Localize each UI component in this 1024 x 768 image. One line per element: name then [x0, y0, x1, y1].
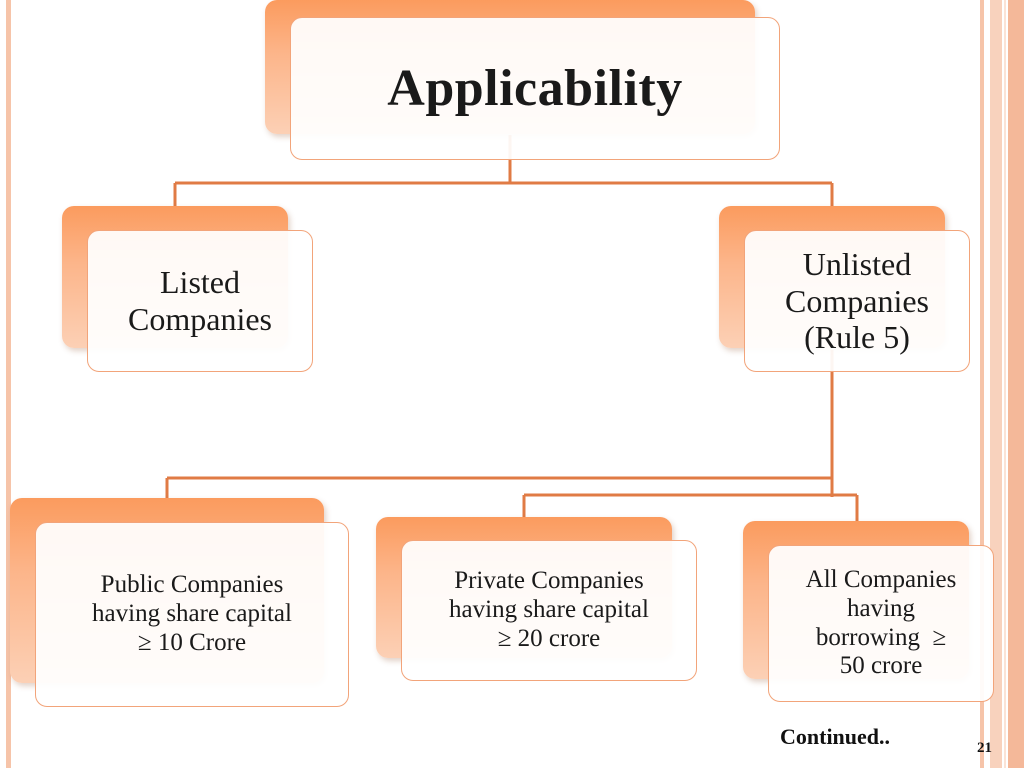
unlisted-line-2: Companies: [785, 282, 929, 319]
right-frame-stripe: [1004, 0, 1006, 768]
diagram-title: Applicability: [387, 59, 683, 117]
borrowing-line-3: borrowing ≥: [815, 623, 947, 651]
public-line-3: ≥ 10 Crore: [137, 628, 247, 656]
unlisted-node: Unlisted Companies (Rule 5): [744, 230, 970, 372]
borrowing-node: All Companies having borrowing ≥ 50 cror…: [768, 545, 994, 702]
right-frame-stripe: [980, 0, 984, 768]
borrowing-line-2: having: [846, 594, 916, 622]
continued-label: Continued..: [780, 724, 891, 749]
private-node: Private Companies having share capital ≥…: [401, 540, 697, 681]
right-frame-stripe: [1008, 0, 1024, 768]
title-node: Applicability: [290, 17, 780, 160]
listed-line-2: Companies: [128, 301, 272, 337]
borrowing-line-1: All Companies: [805, 566, 957, 593]
public-line-1: Public Companies: [100, 571, 284, 599]
page-number: 21: [977, 740, 992, 756]
unlisted-line-1: Unlisted: [802, 245, 912, 282]
borrowing-line-4: 50 crore: [839, 652, 923, 680]
unlisted-line-3: (Rule 5): [804, 319, 910, 356]
private-line-2: having share capital: [449, 596, 649, 624]
left-frame-stripe: [6, 0, 11, 768]
public-node: Public Companies having share capital ≥ …: [35, 522, 349, 707]
public-line-2: having share capital: [92, 600, 292, 628]
listed-line-1: Listed: [160, 264, 240, 301]
private-line-1: Private Companies: [454, 567, 644, 595]
listed-node: Listed Companies: [87, 230, 313, 372]
private-line-3: ≥ 20 crore: [497, 624, 601, 652]
